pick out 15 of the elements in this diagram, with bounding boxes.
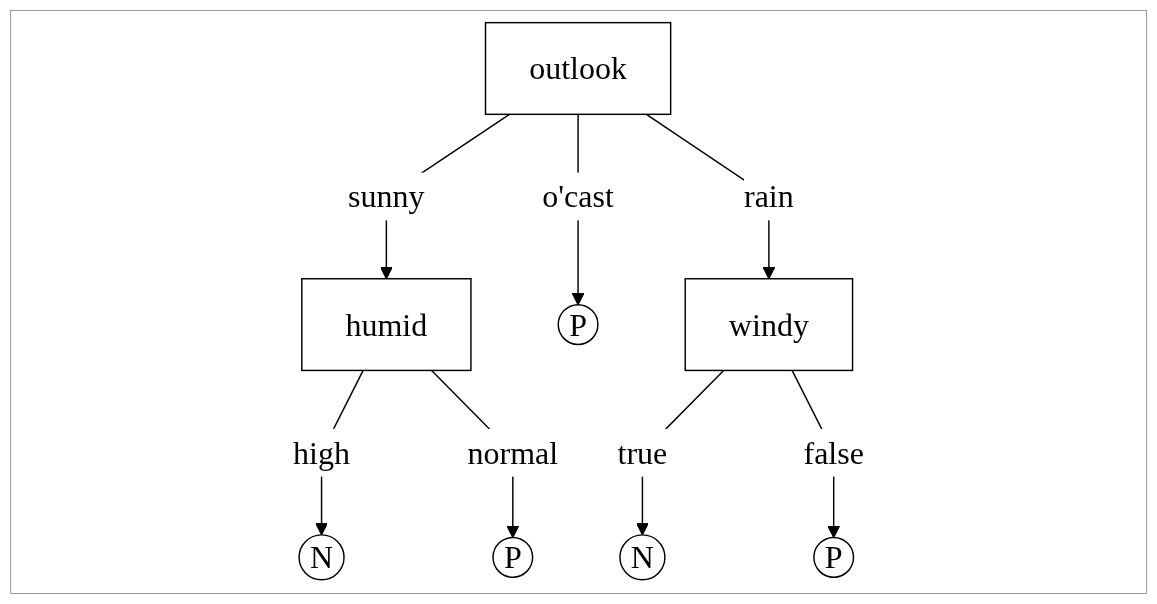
node-circle: P — [492, 536, 534, 578]
node-circle: P — [813, 536, 855, 578]
node-box: windy — [684, 278, 854, 372]
edge-label: rain — [744, 178, 794, 215]
node-box: outlook — [484, 21, 672, 116]
edge-label: high — [293, 434, 351, 471]
node-circle: N — [298, 534, 345, 581]
edge-label: true — [617, 434, 668, 471]
edge-label: false — [803, 434, 864, 471]
edge-label: sunny — [348, 178, 425, 215]
node-circle: P — [557, 304, 599, 346]
edge-label: normal — [467, 434, 559, 471]
node-box: humid — [301, 278, 472, 372]
node-circle: N — [619, 534, 666, 581]
edge-label: o'cast — [542, 178, 614, 215]
